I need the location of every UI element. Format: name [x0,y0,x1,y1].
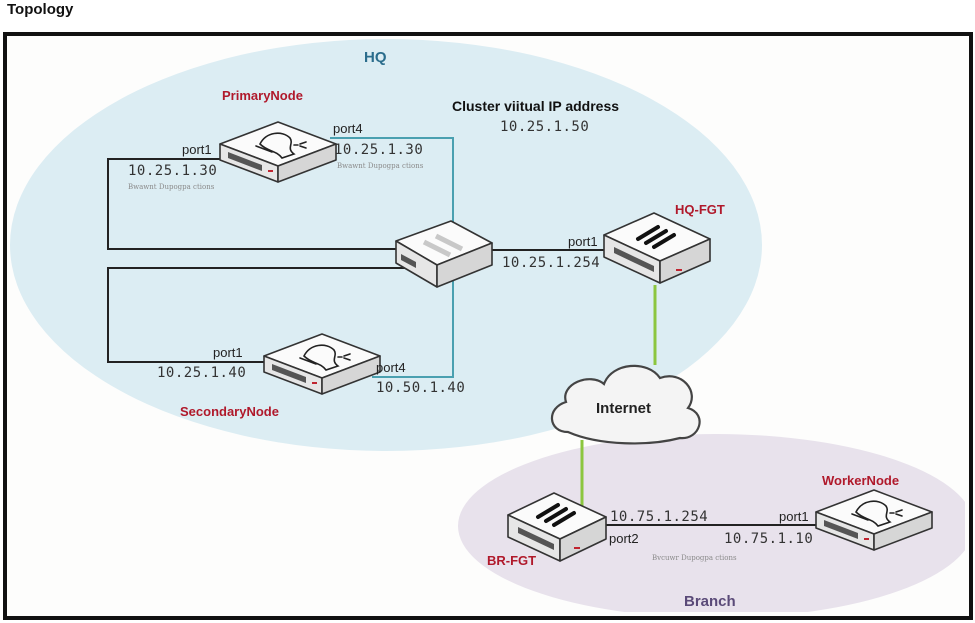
br-fgt-port2-label: port2 [609,531,639,546]
link-primary-port1-switch [107,158,400,250]
primary-port1-note: Bwawnt Dupogpa ctions [128,183,215,191]
secondary-port1-ip: 10.25.1.40 [157,365,247,381]
primary-port4-note: Bwawnt Dupogpa ctions [337,162,424,170]
secondary-port1-label: port1 [213,345,243,360]
br-fgt-name: BR-FGT [487,553,537,568]
server-appliance-icon [299,344,351,371]
hq-fgt-device[interactable] [603,212,711,284]
worker-port1-label: port1 [779,509,809,524]
hq-fgt-port1-ip: 10.25.1.254 [502,255,601,271]
link-switch-secondary-port1 [107,267,406,363]
hq-fgt-name: HQ-FGT [675,202,725,217]
hq-zone [10,39,762,451]
switch-icon[interactable] [395,220,493,288]
branch-zone [458,434,965,612]
page-title: Topology [7,1,74,18]
primary-port4-label: port4 [333,121,363,136]
firewall-icon [636,225,676,249]
hq-fgt-port1-label: port1 [568,234,598,249]
server-appliance-icon [255,132,307,159]
br-fgt-port2-note: Bvcuwr Dupogpa ctions [652,554,737,562]
primary-node-device[interactable] [219,121,337,183]
zone-label-branch: Branch [684,593,736,610]
cluster-vip-title: Cluster viitual IP address [452,98,620,114]
cluster-vip-ip: 10.25.1.50 [500,119,590,135]
server-appliance-icon [851,500,903,527]
secondary-node-name: SecondaryNode [180,404,279,419]
secondary-port4-ip: 10.50.1.40 [376,380,466,396]
secondary-port4-label: port4 [376,360,406,375]
worker-node-name: WorkerNode [822,473,900,488]
primary-port4-ip: 10.25.1.30 [334,142,424,158]
worker-port1-ip: 10.75.1.10 [724,531,814,547]
internet-label: Internet [596,400,652,417]
zone-label-hq: HQ [364,49,387,66]
primary-port1-ip: 10.25.1.30 [128,163,218,179]
br-fgt-port2-ip: 10.75.1.254 [610,509,709,525]
firewall-icon [536,503,576,527]
worker-node-device[interactable] [815,489,933,551]
secondary-node-device[interactable] [263,333,381,395]
cloud-icon[interactable] [550,364,701,445]
primary-port1-label: port1 [182,142,212,157]
br-fgt-device[interactable] [507,492,607,562]
primary-node-name: PrimaryNode [222,88,303,103]
